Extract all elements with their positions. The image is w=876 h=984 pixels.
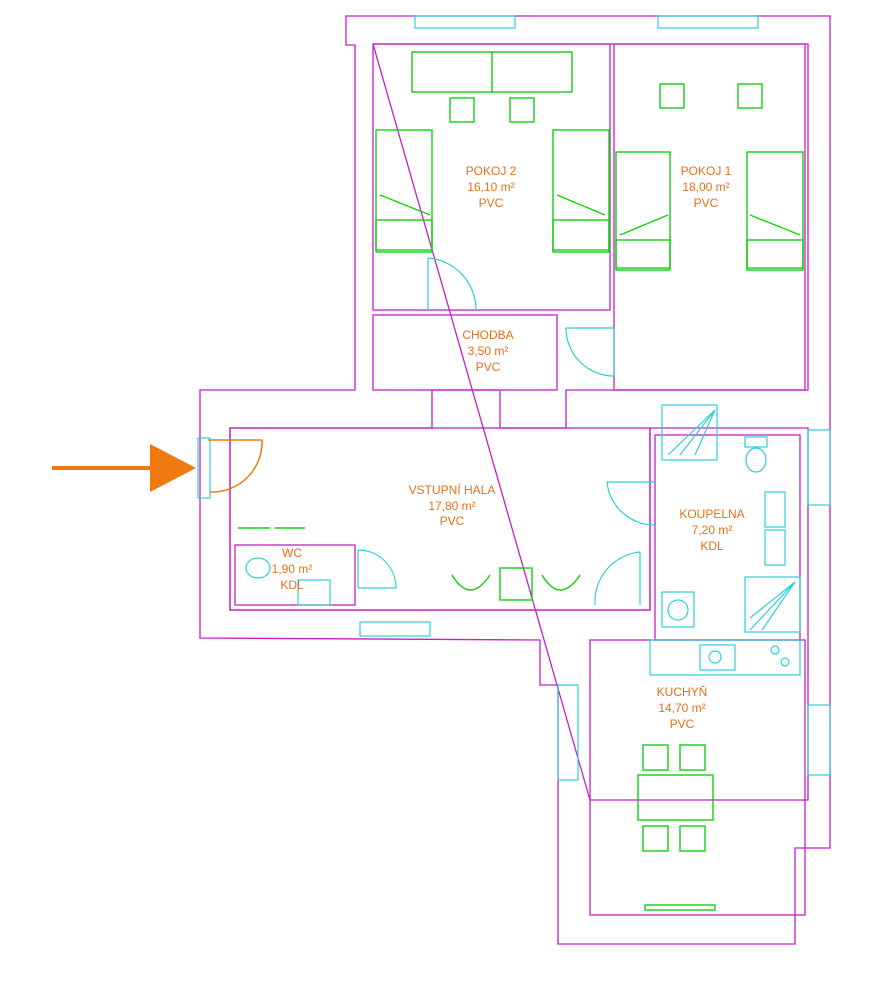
room-floor: PVC [476, 360, 501, 374]
room-floor: KDL [280, 578, 304, 592]
room-wc [234, 544, 356, 606]
room-label-pokoj-1: POKOJ 1 18,00 m² PVC [681, 164, 732, 210]
entrance-door[interactable] [208, 439, 263, 493]
room-koupelna [654, 434, 801, 641]
room-name: POKOJ 2 [466, 164, 517, 178]
room-vstupni-hala [229, 427, 651, 611]
room-area: 16,10 m² [467, 180, 514, 194]
outer-wall [199, 15, 831, 945]
room-floor: PVC [440, 514, 465, 528]
inner-wall-line [229, 43, 809, 801]
room-pokoj-2 [372, 43, 611, 311]
room-kuchyn [589, 639, 806, 916]
room-label-wc: WC 1,90 m² KDL [272, 546, 313, 592]
room-name: POKOJ 1 [681, 164, 732, 178]
room-area: 14,70 m² [658, 701, 705, 715]
room-floor: PVC [670, 717, 695, 731]
room-area: 3,50 m² [468, 344, 509, 358]
entrance-arrow-icon [52, 444, 196, 492]
kitchen-counter [649, 639, 801, 676]
room-floor: PVC [694, 196, 719, 210]
room-label-vstupni-hala: VSTUPNÍ HALA 17,80 m² PVC [409, 482, 496, 528]
furniture [238, 51, 804, 911]
room-area: 17,80 m² [428, 499, 475, 513]
room-area: 7,20 m² [692, 523, 733, 537]
room-area: 18,00 m² [682, 180, 729, 194]
room-label-pokoj-2: POKOJ 2 16,10 m² PVC [466, 164, 517, 210]
windows [197, 15, 831, 781]
room-name: VSTUPNÍ HALA [409, 482, 496, 497]
doors [357, 257, 656, 606]
room-floor: KDL [700, 539, 724, 553]
bathroom-fixtures [245, 404, 801, 633]
room-label-koupelna: KOUPELNA 7,20 m² KDL [679, 507, 744, 553]
room-name: CHODBA [462, 328, 513, 342]
room-floor: PVC [479, 196, 504, 210]
room-chodba [372, 314, 558, 391]
room-area: 1,90 m² [272, 562, 313, 576]
room-label-kuchyn: KUCHYŇ 14,70 m² PVC [657, 684, 708, 731]
room-label-chodba: CHODBA 3,50 m² PVC [462, 328, 513, 374]
room-name: KOUPELNA [679, 507, 744, 521]
room-pokoj-1 [613, 43, 806, 391]
room-name: WC [282, 546, 302, 560]
room-name: KUCHYŇ [657, 684, 708, 699]
